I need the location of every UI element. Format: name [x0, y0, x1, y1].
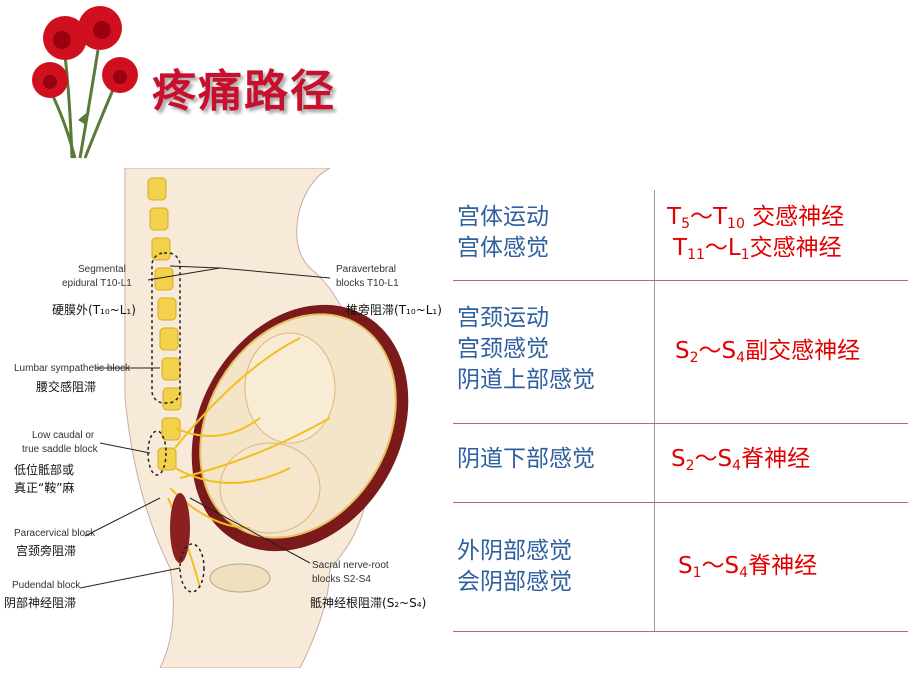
table-row: 宫体运动 宫体感觉 T5～T10 交感神经 T11～L1交感神经 [453, 190, 908, 281]
label-lumbar-en: Lumbar sympathetic block [14, 363, 131, 374]
row-1-left: 宫体运动 宫体感觉 [457, 204, 549, 261]
label-paracervical-cn: 宫颈旁阻滞 [16, 544, 77, 558]
label-segmental-cn: 硬膜外(T₁₀~L₁) [52, 303, 136, 317]
row-1-right-line-2: T11～L1交感神经 [673, 235, 842, 263]
row-4-left: 外阴部感觉 会阴部感觉 [457, 538, 572, 595]
label-paravert-cn: 椎旁阻滞(T₁₀~L₁) [346, 303, 442, 317]
table-divider [654, 190, 655, 632]
table-row: 宫颈运动 宫颈感觉 阴道上部感觉 S2～S4副交感神经 [453, 281, 908, 424]
label-sacral-en-2: blocks S2-S4 [312, 574, 371, 585]
row-2-right: S2～S4副交感神经 [675, 338, 861, 366]
label-pudendal-en: Pudendal block [12, 580, 81, 591]
row-3-right: S2～S4脊神经 [671, 446, 811, 474]
row-4-right: S1～S4脊神经 [678, 553, 818, 581]
label-paravert-en-2: blocks T10-L1 [336, 278, 399, 289]
label-segmental-en-1: Segmental [78, 264, 126, 275]
row-3-left: 阴道下部感觉 [457, 446, 595, 472]
label-pudendal-cn: 阴部神经阻滞 [4, 596, 77, 610]
carnation-logo [20, 0, 140, 160]
label-caudal-en-2: true saddle block [22, 444, 98, 455]
label-sacral-cn: 骶神经根阻滞(S₂~S₄) [310, 596, 427, 610]
label-paracervical-en: Paracervical block [14, 528, 96, 539]
label-segmental-en-2: epidural T10-L1 [62, 278, 132, 289]
row-1-right-line-1: T5～T10 交感神经 [667, 204, 845, 232]
page-title: 疼痛路径 [152, 66, 336, 117]
label-paravert-en-1: Paravertebral [336, 264, 397, 275]
label-lumbar-cn: 腰交感阻滞 [36, 380, 97, 394]
table-row: 外阴部感觉 会阴部感觉 S1～S4脊神经 [453, 503, 908, 632]
labor-pain-pathway-illustration: Segmental epidural T10-L1 硬膜外(T₁₀~L₁) Lu… [0, 168, 450, 668]
table-row: 阴道下部感觉 S2～S4脊神经 [453, 424, 908, 503]
pain-pathway-table: 宫体运动 宫体感觉 T5～T10 交感神经 T11～L1交感神经 宫颈运动 宫颈… [453, 190, 908, 632]
row-2-left: 宫颈运动 宫颈感觉 阴道上部感觉 [457, 305, 595, 393]
label-caudal-en-1: Low caudal or [32, 430, 95, 441]
label-sacral-en-1: Sacral nerve-root [312, 560, 389, 571]
label-caudal-cn-1: 低位骶部或 [14, 463, 75, 477]
label-caudal-cn-2: 真正“鞍”麻 [14, 481, 75, 495]
